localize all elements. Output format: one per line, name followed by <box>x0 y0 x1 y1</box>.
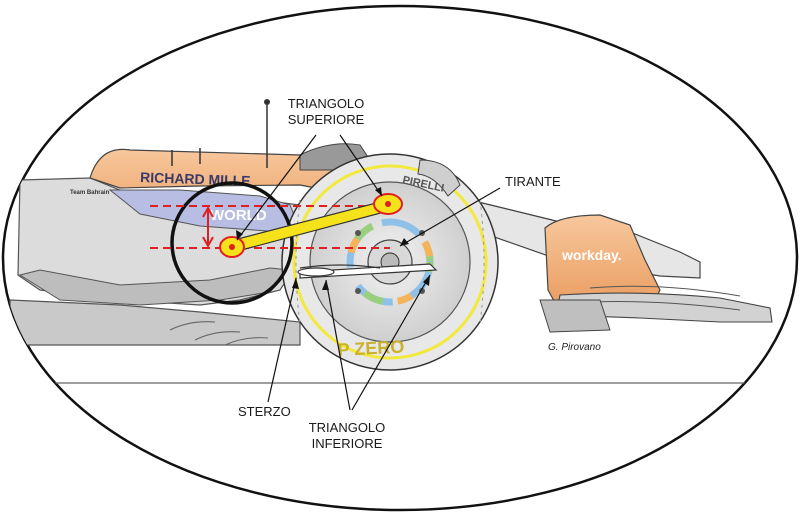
tyre-brand-lower-text: P ZERO <box>337 337 405 360</box>
height-arrow-head-bottom <box>202 236 214 249</box>
label-steering: STERZO <box>238 404 291 419</box>
arrow-steering <box>292 278 299 289</box>
label-lower-wishbone-line2: INFERIORE <box>312 436 383 451</box>
arrow-upper-1 <box>236 230 243 240</box>
lower-wishbone-arm <box>299 263 438 279</box>
floor-fences <box>169 321 269 346</box>
leader-steering <box>267 277 297 403</box>
car-illustration: RICHARD MILLE WORLD workday. PIRELLI P Z… <box>3 99 797 384</box>
leader-lower-1 <box>325 279 351 411</box>
highlight-circle <box>170 181 294 305</box>
arrowheads <box>236 187 430 290</box>
leader-upper-2 <box>339 134 383 197</box>
brake-duct <box>417 159 461 197</box>
team-small-text: Team Bahrain <box>70 190 110 196</box>
label-pushrod: TIRANTE <box>505 174 561 189</box>
steering-rod <box>297 267 335 277</box>
arrow-upper-2 <box>375 187 382 196</box>
arrow-pushrod <box>400 238 409 246</box>
floor <box>9 299 301 346</box>
pushrod-arm <box>299 264 381 269</box>
front-wing-flaps <box>555 292 773 323</box>
label-upper-wishbone-line2: SUPERIORE <box>288 112 365 127</box>
sponsor-side-text: WORLD <box>210 207 267 224</box>
sponsor-wing-text: workday. <box>561 247 622 263</box>
signature: G. Pirovano <box>548 342 601 353</box>
arrow-lower-1 <box>322 280 329 290</box>
leader-lines <box>236 134 501 411</box>
leader-pushrod <box>399 187 501 247</box>
arrow-lower-2 <box>423 275 430 286</box>
pivot-lower <box>219 236 245 258</box>
front-tyre <box>281 153 499 371</box>
label-upper-wishbone-line1: TRIANGOLO <box>288 96 365 111</box>
pivot-upper <box>373 193 403 215</box>
leader-lower-2 <box>351 274 431 411</box>
label-lower-wishbone-line1: TRIANGOLO <box>309 420 386 435</box>
antenna-tip <box>264 99 270 105</box>
height-arrow-head-top <box>202 205 214 218</box>
leader-upper-1 <box>236 134 317 241</box>
wing-footplate <box>539 299 611 333</box>
